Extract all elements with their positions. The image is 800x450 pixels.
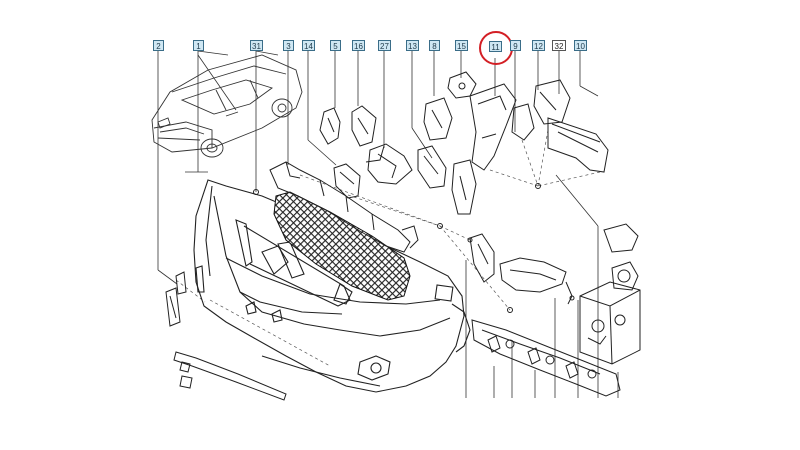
callout-8[interactable]: 8	[429, 40, 440, 51]
bracket-part-11	[469, 83, 517, 171]
upper-right-parts	[511, 79, 609, 173]
lower-left-strips	[165, 271, 287, 401]
front-bumper-cover	[193, 179, 471, 393]
center-brackets	[365, 97, 477, 215]
callout-3[interactable]: 3	[283, 40, 294, 51]
car-thumbnail	[151, 54, 303, 158]
callout-32[interactable]: 32	[552, 40, 566, 51]
clip-part	[447, 71, 477, 99]
callout-13[interactable]: 13	[406, 40, 419, 51]
hardware-kit-box	[579, 281, 641, 365]
callout-5[interactable]: 5	[330, 40, 341, 51]
lower-reinforcement-beam	[471, 319, 621, 397]
callout-16[interactable]: 16	[352, 40, 365, 51]
grille-mesh	[273, 191, 411, 301]
callout-15[interactable]: 15	[455, 40, 468, 51]
callout-9[interactable]: 9	[510, 40, 521, 51]
highlight-circle-11	[479, 31, 513, 65]
callout-12[interactable]: 12	[532, 40, 545, 51]
grille-trim-left	[319, 105, 377, 199]
callout-2[interactable]: 2	[153, 40, 164, 51]
callout-1[interactable]: 1	[193, 40, 204, 51]
callout-31[interactable]: 31	[250, 40, 263, 51]
callout-14[interactable]: 14	[302, 40, 315, 51]
assembly-lines	[175, 129, 601, 367]
fasteners	[253, 183, 575, 313]
callout-10[interactable]: 10	[574, 40, 587, 51]
leader-lines	[157, 50, 619, 398]
grille-support-bracket	[269, 161, 419, 253]
right-side-parts	[469, 223, 639, 305]
callout-27[interactable]: 27	[378, 40, 391, 51]
